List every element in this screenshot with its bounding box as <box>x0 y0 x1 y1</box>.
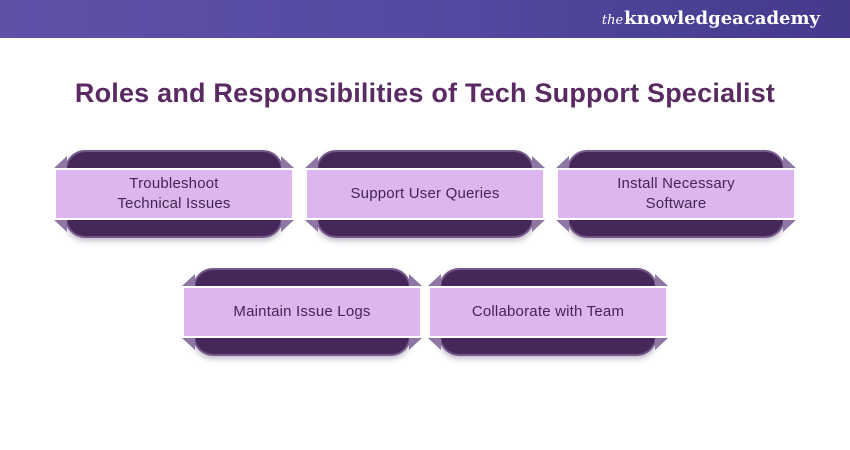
card-maintain-issue-logs: Maintain Issue Logs <box>182 268 422 356</box>
ribbon-fold-bottom-right <box>783 220 796 232</box>
ribbon-fold-top-left <box>305 156 318 168</box>
card-row-1: Troubleshoot Technical Issues Support Us… <box>0 150 850 238</box>
ribbon-fold-top-right <box>783 156 796 168</box>
ribbon-fold-top-right <box>655 274 668 286</box>
ribbon-fold-bottom-right <box>655 338 668 350</box>
card-ribbon: Collaborate with Team <box>428 286 668 338</box>
ribbon-fold-bottom-right <box>409 338 422 350</box>
card-ribbon: Support User Queries <box>305 168 545 220</box>
card-label: Support User Queries <box>350 184 500 202</box>
logo-the: the <box>601 13 624 28</box>
card-label: Install Necessary Software <box>617 174 735 212</box>
card-collaborate-with-team: Collaborate with Team <box>428 268 668 356</box>
card-label: Collaborate with Team <box>471 302 625 320</box>
card-troubleshoot-technical-issues: Troubleshoot Technical Issues <box>54 150 294 238</box>
ribbon-fold-bottom-left <box>428 338 441 350</box>
ribbon-fold-top-right <box>409 274 422 286</box>
logo-academy: academy <box>732 8 820 29</box>
card-row-2: Maintain Issue Logs Collaborate with Tea… <box>0 268 850 356</box>
card-ribbon: Install Necessary Software <box>556 168 796 220</box>
ribbon-fold-bottom-right <box>281 220 294 232</box>
ribbon-fold-bottom-left <box>54 220 67 232</box>
page-title: Roles and Responsibilities of Tech Suppo… <box>74 78 776 108</box>
card-label: Maintain Issue Logs <box>233 302 371 320</box>
ribbon-fold-bottom-right <box>532 220 545 232</box>
logo-knowledge: knowledge <box>624 8 733 29</box>
ribbon-fold-top-left <box>182 274 195 286</box>
card-install-necessary-software: Install Necessary Software <box>556 150 796 238</box>
ribbon-fold-top-right <box>281 156 294 168</box>
ribbon-fold-top-left <box>54 156 67 168</box>
card-ribbon: Maintain Issue Logs <box>182 286 422 338</box>
ribbon-fold-bottom-left <box>556 220 569 232</box>
ribbon-fold-bottom-left <box>182 338 195 350</box>
ribbon-fold-top-right <box>532 156 545 168</box>
ribbon-fold-top-left <box>428 274 441 286</box>
card-support-user-queries: Support User Queries <box>305 150 545 238</box>
card-ribbon: Troubleshoot Technical Issues <box>54 168 294 220</box>
ribbon-fold-top-left <box>556 156 569 168</box>
ribbon-fold-bottom-left <box>305 220 318 232</box>
card-label: Troubleshoot Technical Issues <box>117 174 231 212</box>
